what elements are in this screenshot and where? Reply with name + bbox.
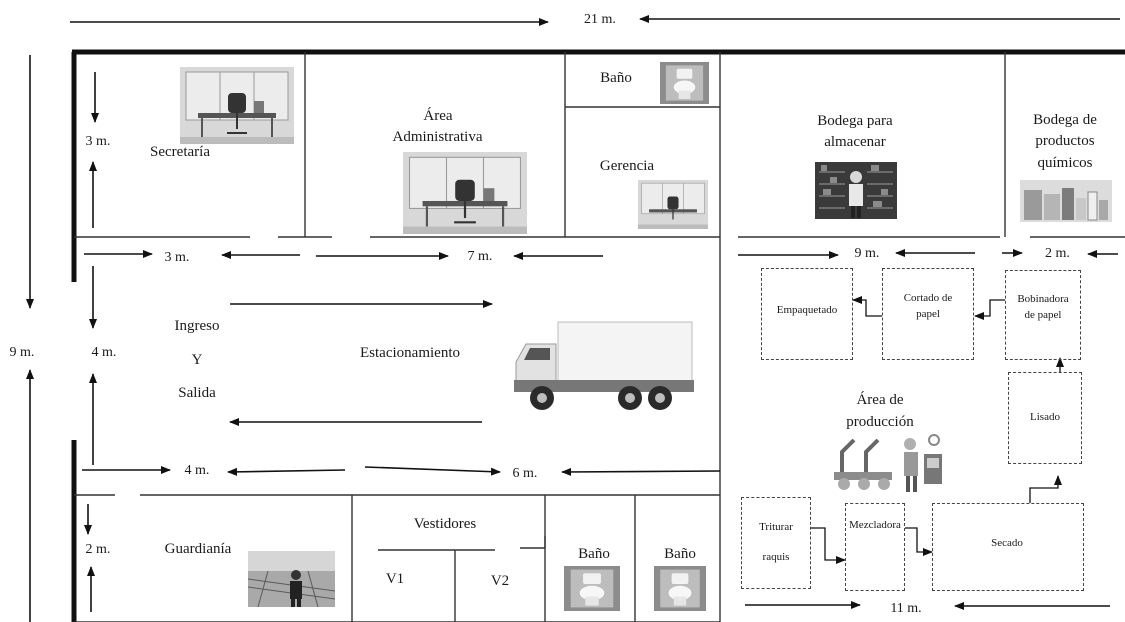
process-lisado: Lisado bbox=[1030, 411, 1060, 423]
office-desk-icon bbox=[638, 180, 708, 229]
dim-left-height: 9 m. bbox=[9, 345, 35, 360]
process-bobinadora-line1: Bobinadora bbox=[1017, 293, 1069, 305]
room-estacionamiento: Estacionamiento bbox=[360, 345, 460, 361]
dim-corridor-upper-right-a: 9 m. bbox=[854, 246, 880, 261]
outer-walls bbox=[71, 49, 1125, 622]
room-ingreso-line2: Y bbox=[191, 352, 203, 368]
room-ingreso-line3: Salida bbox=[178, 385, 216, 401]
dim-corridor-lower-left: 4 m. bbox=[184, 463, 210, 478]
process-empaquetado: Empaquetado bbox=[776, 304, 838, 316]
room-bano-bottom-1: Baño bbox=[578, 546, 610, 562]
dim-corridor-upper-right-b: 2 m. bbox=[1045, 246, 1070, 261]
toilet-icon bbox=[654, 566, 706, 611]
room-bano-top: Baño bbox=[600, 70, 632, 86]
process-bobinadora-line2: de papel bbox=[1024, 309, 1062, 321]
room-bodega-line1: Bodega para bbox=[817, 113, 893, 129]
room-bodega-quim-line1: Bodega de bbox=[1033, 112, 1097, 128]
dim-ingreso: 4 m. bbox=[91, 345, 117, 360]
room-bano-bottom-2: Baño bbox=[664, 546, 696, 562]
process-flow-arrows bbox=[810, 296, 1064, 564]
process-secado: Secado bbox=[991, 537, 1023, 549]
empaquetado-box bbox=[761, 268, 853, 360]
dim-corridor-lower-mid: 6 m. bbox=[512, 466, 538, 481]
room-bodega-quim-line3: químicos bbox=[1037, 155, 1093, 171]
process-mezcladora: Mezcladora bbox=[849, 519, 901, 531]
toilet-icon bbox=[660, 62, 709, 104]
room-bodega-line2: almacenar bbox=[824, 134, 886, 150]
room-area-admin-line1: Área bbox=[423, 108, 453, 124]
lisado-box bbox=[1008, 372, 1082, 464]
room-guardiania: Guardianía bbox=[164, 541, 232, 557]
room-vestidores: Vestidores bbox=[413, 516, 477, 532]
dim-bottom-right: 11 m. bbox=[890, 601, 922, 616]
room-bodega-quim-line2: productos bbox=[1035, 133, 1095, 149]
room-area-prod-line1: Área de bbox=[856, 392, 904, 408]
guard-icon bbox=[248, 551, 335, 607]
process-cortado-line1: Cortado de bbox=[903, 292, 953, 304]
room-ingreso-line1: Ingreso bbox=[174, 318, 220, 334]
dim-corridor-upper-left: 3 m. bbox=[164, 250, 190, 265]
dim-top-width: 21 m. bbox=[584, 12, 616, 27]
room-secretaria: Secretaría bbox=[150, 144, 210, 160]
chemical-bottles-icon bbox=[1020, 180, 1112, 222]
room-v1: V1 bbox=[385, 571, 405, 587]
cortado-box bbox=[882, 268, 974, 360]
office-desk-icon bbox=[180, 67, 294, 144]
secado-box bbox=[932, 503, 1084, 591]
dim-guardiania: 2 m. bbox=[85, 542, 111, 557]
dim-secretaria: 3 m. bbox=[85, 134, 111, 149]
dimension-arrows bbox=[26, 15, 1120, 622]
room-gerencia: Gerencia bbox=[599, 158, 655, 174]
warehouse-worker-icon bbox=[815, 162, 897, 219]
room-area-admin-line2: Administrativa bbox=[392, 129, 483, 145]
process-triturar-line1: Triturar bbox=[759, 521, 793, 533]
office-desk-icon bbox=[403, 152, 527, 234]
inner-walls bbox=[74, 52, 1125, 622]
bobinadora-box bbox=[1005, 270, 1081, 360]
process-triturar-line2: raquis bbox=[762, 551, 790, 563]
toilet-icon bbox=[564, 566, 620, 611]
truck-icon bbox=[510, 318, 695, 413]
process-cortado-line2: papel bbox=[916, 308, 940, 320]
factory-robot-icon bbox=[830, 432, 945, 494]
triturar-box bbox=[741, 497, 811, 589]
room-area-prod-line2: producción bbox=[846, 414, 914, 430]
room-v2: V2 bbox=[490, 573, 510, 589]
mezcladora-box bbox=[845, 503, 905, 591]
dim-corridor-upper-mid: 7 m. bbox=[467, 249, 493, 264]
